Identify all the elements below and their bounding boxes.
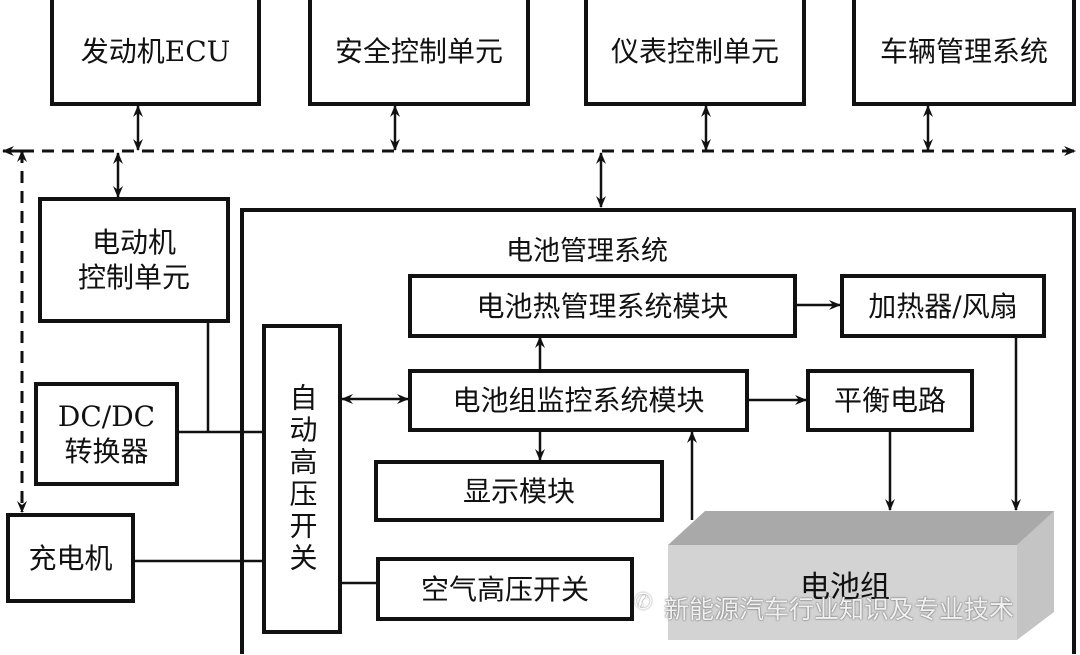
dcdc-converter-box: DC/DC 转换器 [34,382,179,486]
air-hv-switch-label: 空气高压开关 [420,572,589,606]
heater-fan-label: 加热器/风扇 [868,289,1018,323]
battery-pack-top [668,511,1054,545]
auto-hv-switch-box: 自动高压开关 [262,324,342,634]
engine-ecu-box: 发动机ECU [50,0,261,106]
motor-control-unit-line2: 控制单元 [77,261,190,294]
battery-pack-front [668,545,1017,640]
bms-title: 电池管理系统 [506,236,668,267]
safety-control-unit-box: 安全控制单元 [308,0,530,106]
engine-ecu-label: 发动机ECU [80,34,231,68]
display-module-label: 显示模块 [462,474,575,508]
motor-control-unit-line1: 电动机 [91,226,176,259]
charger-box: 充电机 [6,513,135,603]
balance-circuit-box: 平衡电路 [806,369,974,432]
air-hv-switch-box: 空气高压开关 [376,557,634,621]
vehicle-management-system-label: 车辆管理系统 [879,34,1048,68]
monitor-module-label: 电池组监控系统模块 [452,384,705,417]
motor-control-unit-box: 电动机 控制单元 [38,197,230,323]
display-module-box: 显示模块 [374,460,664,522]
auto-hv-switch-label: 自动高压开关 [285,383,319,575]
wechat-icon: ✆ [634,590,653,615]
heater-fan-box: 加热器/风扇 [840,274,1046,338]
instrument-control-unit-label: 仪表控制单元 [610,34,779,68]
dcdc-converter-line2: 转换器 [64,435,149,468]
dcdc-converter-line1: DC/DC [57,400,156,433]
instrument-control-unit-box: 仪表控制单元 [584,0,806,106]
battery-pack-label: 电池组 [800,570,890,605]
charger-label: 充电机 [28,541,113,575]
monitor-module-box: 电池组监控系统模块 [408,369,749,432]
thermal-module-label: 电池热管理系统模块 [476,289,729,323]
battery-pack-side [1017,511,1054,640]
safety-control-unit-label: 安全控制单元 [334,34,503,68]
vehicle-management-system-box: 车辆管理系统 [852,0,1076,106]
watermark-text: 新能源汽车行业知识及专业技术 [664,595,1015,624]
bms-container [240,208,1076,654]
thermal-module-box: 电池热管理系统模块 [408,274,797,338]
balance-circuit-label: 平衡电路 [833,384,946,417]
